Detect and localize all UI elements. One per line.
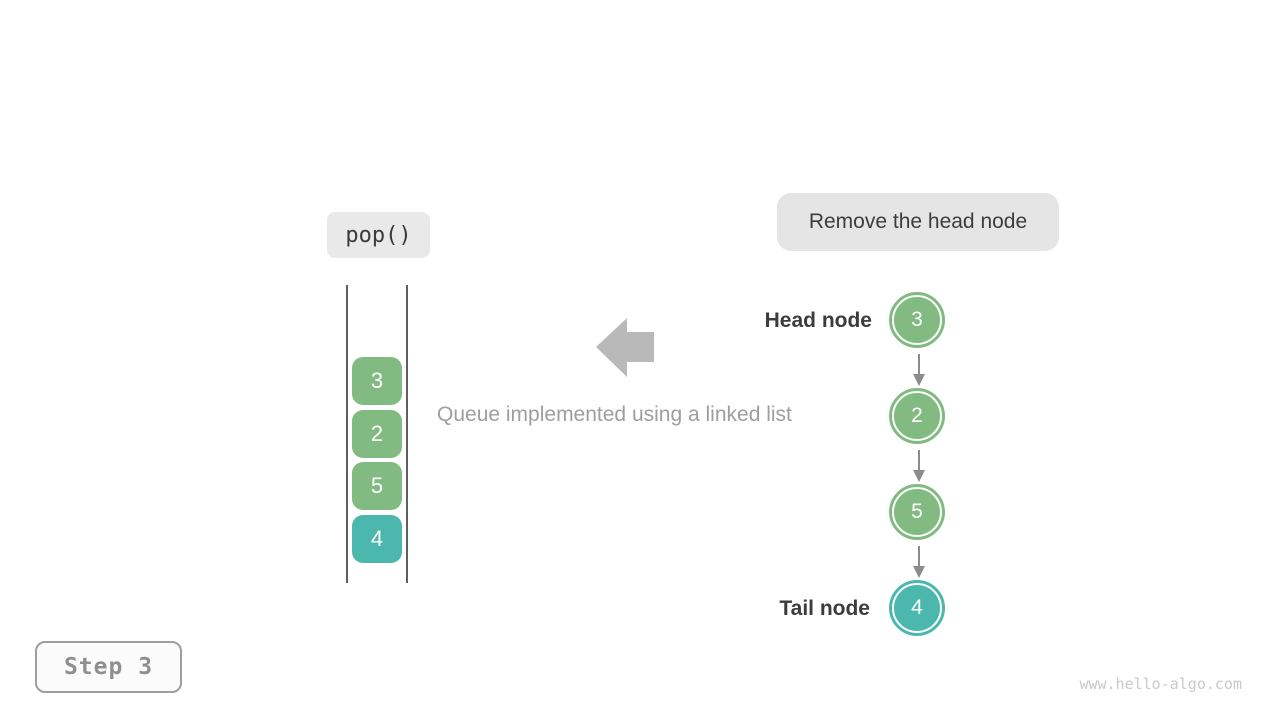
figure-caption: Queue implemented using a linked list [437,403,792,426]
linked-list-node: 2 [889,388,945,444]
tail-node-label: Tail node [779,597,870,620]
step-badge: Step 3 [35,641,182,693]
queue-cell: 4 [352,515,402,563]
left-arrow-icon [596,318,654,377]
queue-cell: 3 [352,357,402,405]
queue-container-left-wall [346,285,348,583]
down-arrow-icon [913,546,925,578]
head-node-label: Head node [764,309,872,332]
pop-operation-label: pop() [327,212,430,258]
down-arrow-icon [913,450,925,482]
watermark: www.hello-algo.com [1079,675,1242,693]
linked-list-node: 3 [889,292,945,348]
queue-cell: 2 [352,410,402,458]
linked-list-node: 4 [889,580,945,636]
down-arrow-icon [913,354,925,386]
remove-head-annotation: Remove the head node [777,193,1059,251]
queue-container-right-wall [406,285,408,583]
queue-cell: 5 [352,462,402,510]
linked-list-node: 5 [889,484,945,540]
